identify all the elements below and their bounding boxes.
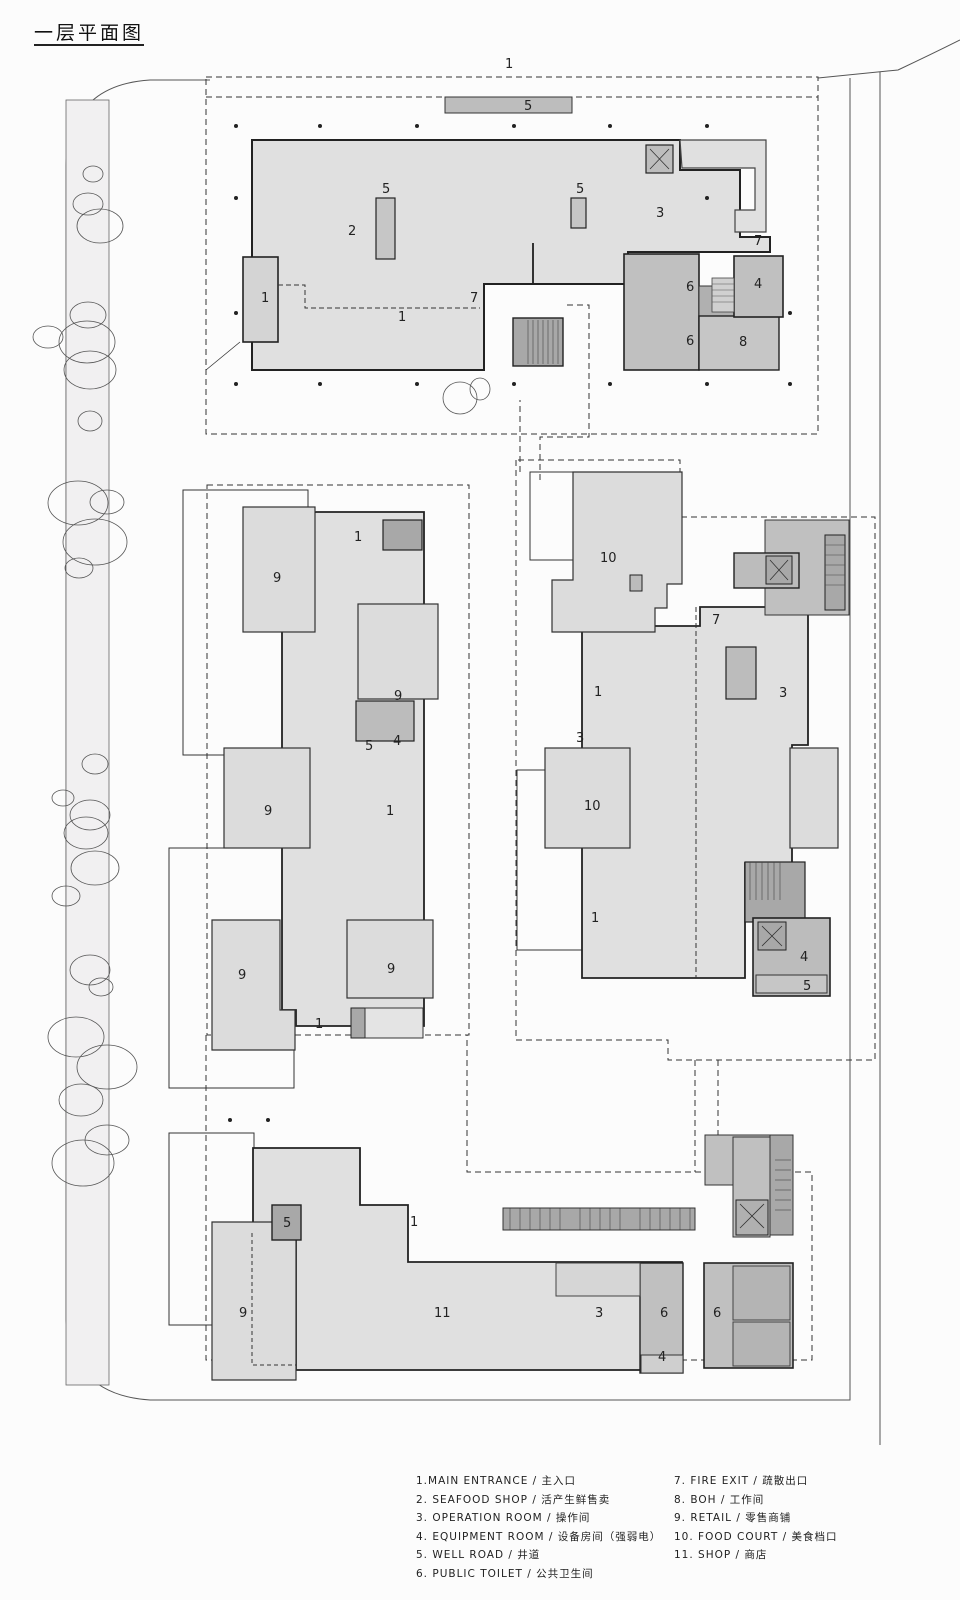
room-label: 3 [779,686,787,701]
legend-item: 6. PUBLIC TOILET / 公共卫生间 [416,1567,594,1580]
room-label: 5 [576,182,584,197]
legend-column-1: 1.MAIN ENTRANCE / 主入口 2. SEAFOOD SHOP / … [416,1472,661,1583]
room-label: 4 [658,1350,666,1365]
room-label: 5 [283,1216,291,1231]
room-label: 9 [273,571,281,586]
room-label: 1 [315,1017,323,1032]
room-label: 7 [470,291,478,306]
room-label: 1 [594,685,602,700]
room-label: 2 [348,224,356,239]
room-label: 9 [239,1306,247,1321]
south-building: 1 5 9 11 3 6 6 4 [168,1132,794,1381]
room-label: 9 [394,689,402,704]
room-label: 9 [238,968,246,983]
room-label: 1 [398,310,406,325]
room-label: 6 [713,1306,721,1321]
tree-icons [32,165,491,1187]
room-label: 4 [393,734,401,749]
room-label: 3 [656,206,664,221]
legend-item: 11. SHOP / 商店 [674,1549,768,1561]
room-label: 9 [264,804,272,819]
room-label: 3 [576,731,584,746]
room-label: 3 [595,1306,603,1321]
room-label: 1 [261,291,269,306]
drawing-title: 一层平面图 [34,22,145,46]
room-label: 5 [803,979,811,994]
legend-item: 1.MAIN ENTRANCE / 主入口 [416,1475,577,1487]
legend-item: 3. OPERATION ROOM / 操作间 [416,1512,591,1524]
room-label: 9 [387,962,395,977]
room-label: 1 [386,804,394,819]
room-label: 8 [739,335,747,350]
room-label: 11 [434,1306,451,1321]
top-well-road [444,96,573,114]
room-label: 6 [686,334,694,349]
legend-item: 2. SEAFOOD SHOP / 活产生鲜售卖 [416,1493,611,1506]
east-building: 10 10 1 1 3 3 7 4 5 [516,471,850,997]
west-building: 1 1 1 9 9 9 9 9 4 5 [168,489,439,1089]
room-label: 1 [591,911,599,926]
column-dots [228,124,792,1122]
room-label: 4 [754,277,762,292]
room-label: 7 [712,613,720,628]
legend-column-2: 7. FIRE EXIT / 疏散出口 8. BOH / 工作间 9. RETA… [674,1472,837,1565]
legend-item: 5. WELL ROAD / 井道 [416,1549,541,1561]
room-label: 6 [660,1306,668,1321]
room-label: 1 [410,1215,418,1230]
well-road-label: 5 [524,99,532,114]
room-label: 5 [365,739,373,754]
room-label: 4 [800,950,808,965]
road-strip [65,99,110,1386]
legend-item: 4. EQUIPMENT ROOM / 设备房间（强弱电） [416,1530,662,1543]
north-building: 1 1 2 3 4 5 5 6 6 7 7 8 [205,139,784,371]
legend-item: 8. BOH / 工作间 [674,1493,765,1506]
room-label: 10 [584,799,601,814]
legend-item: 7. FIRE EXIT / 疏散出口 [674,1475,809,1487]
room-label: 7 [754,234,762,249]
room-label: 10 [600,551,617,566]
room-label: 1 [354,530,362,545]
room-label: 6 [686,280,694,295]
legend-item: 10. FOOD COURT / 美食档口 [674,1530,838,1543]
site-entrance-label: 1 [505,57,513,72]
room-label: 5 [382,182,390,197]
legend-item: 9. RETAIL / 零售商铺 [674,1512,792,1524]
